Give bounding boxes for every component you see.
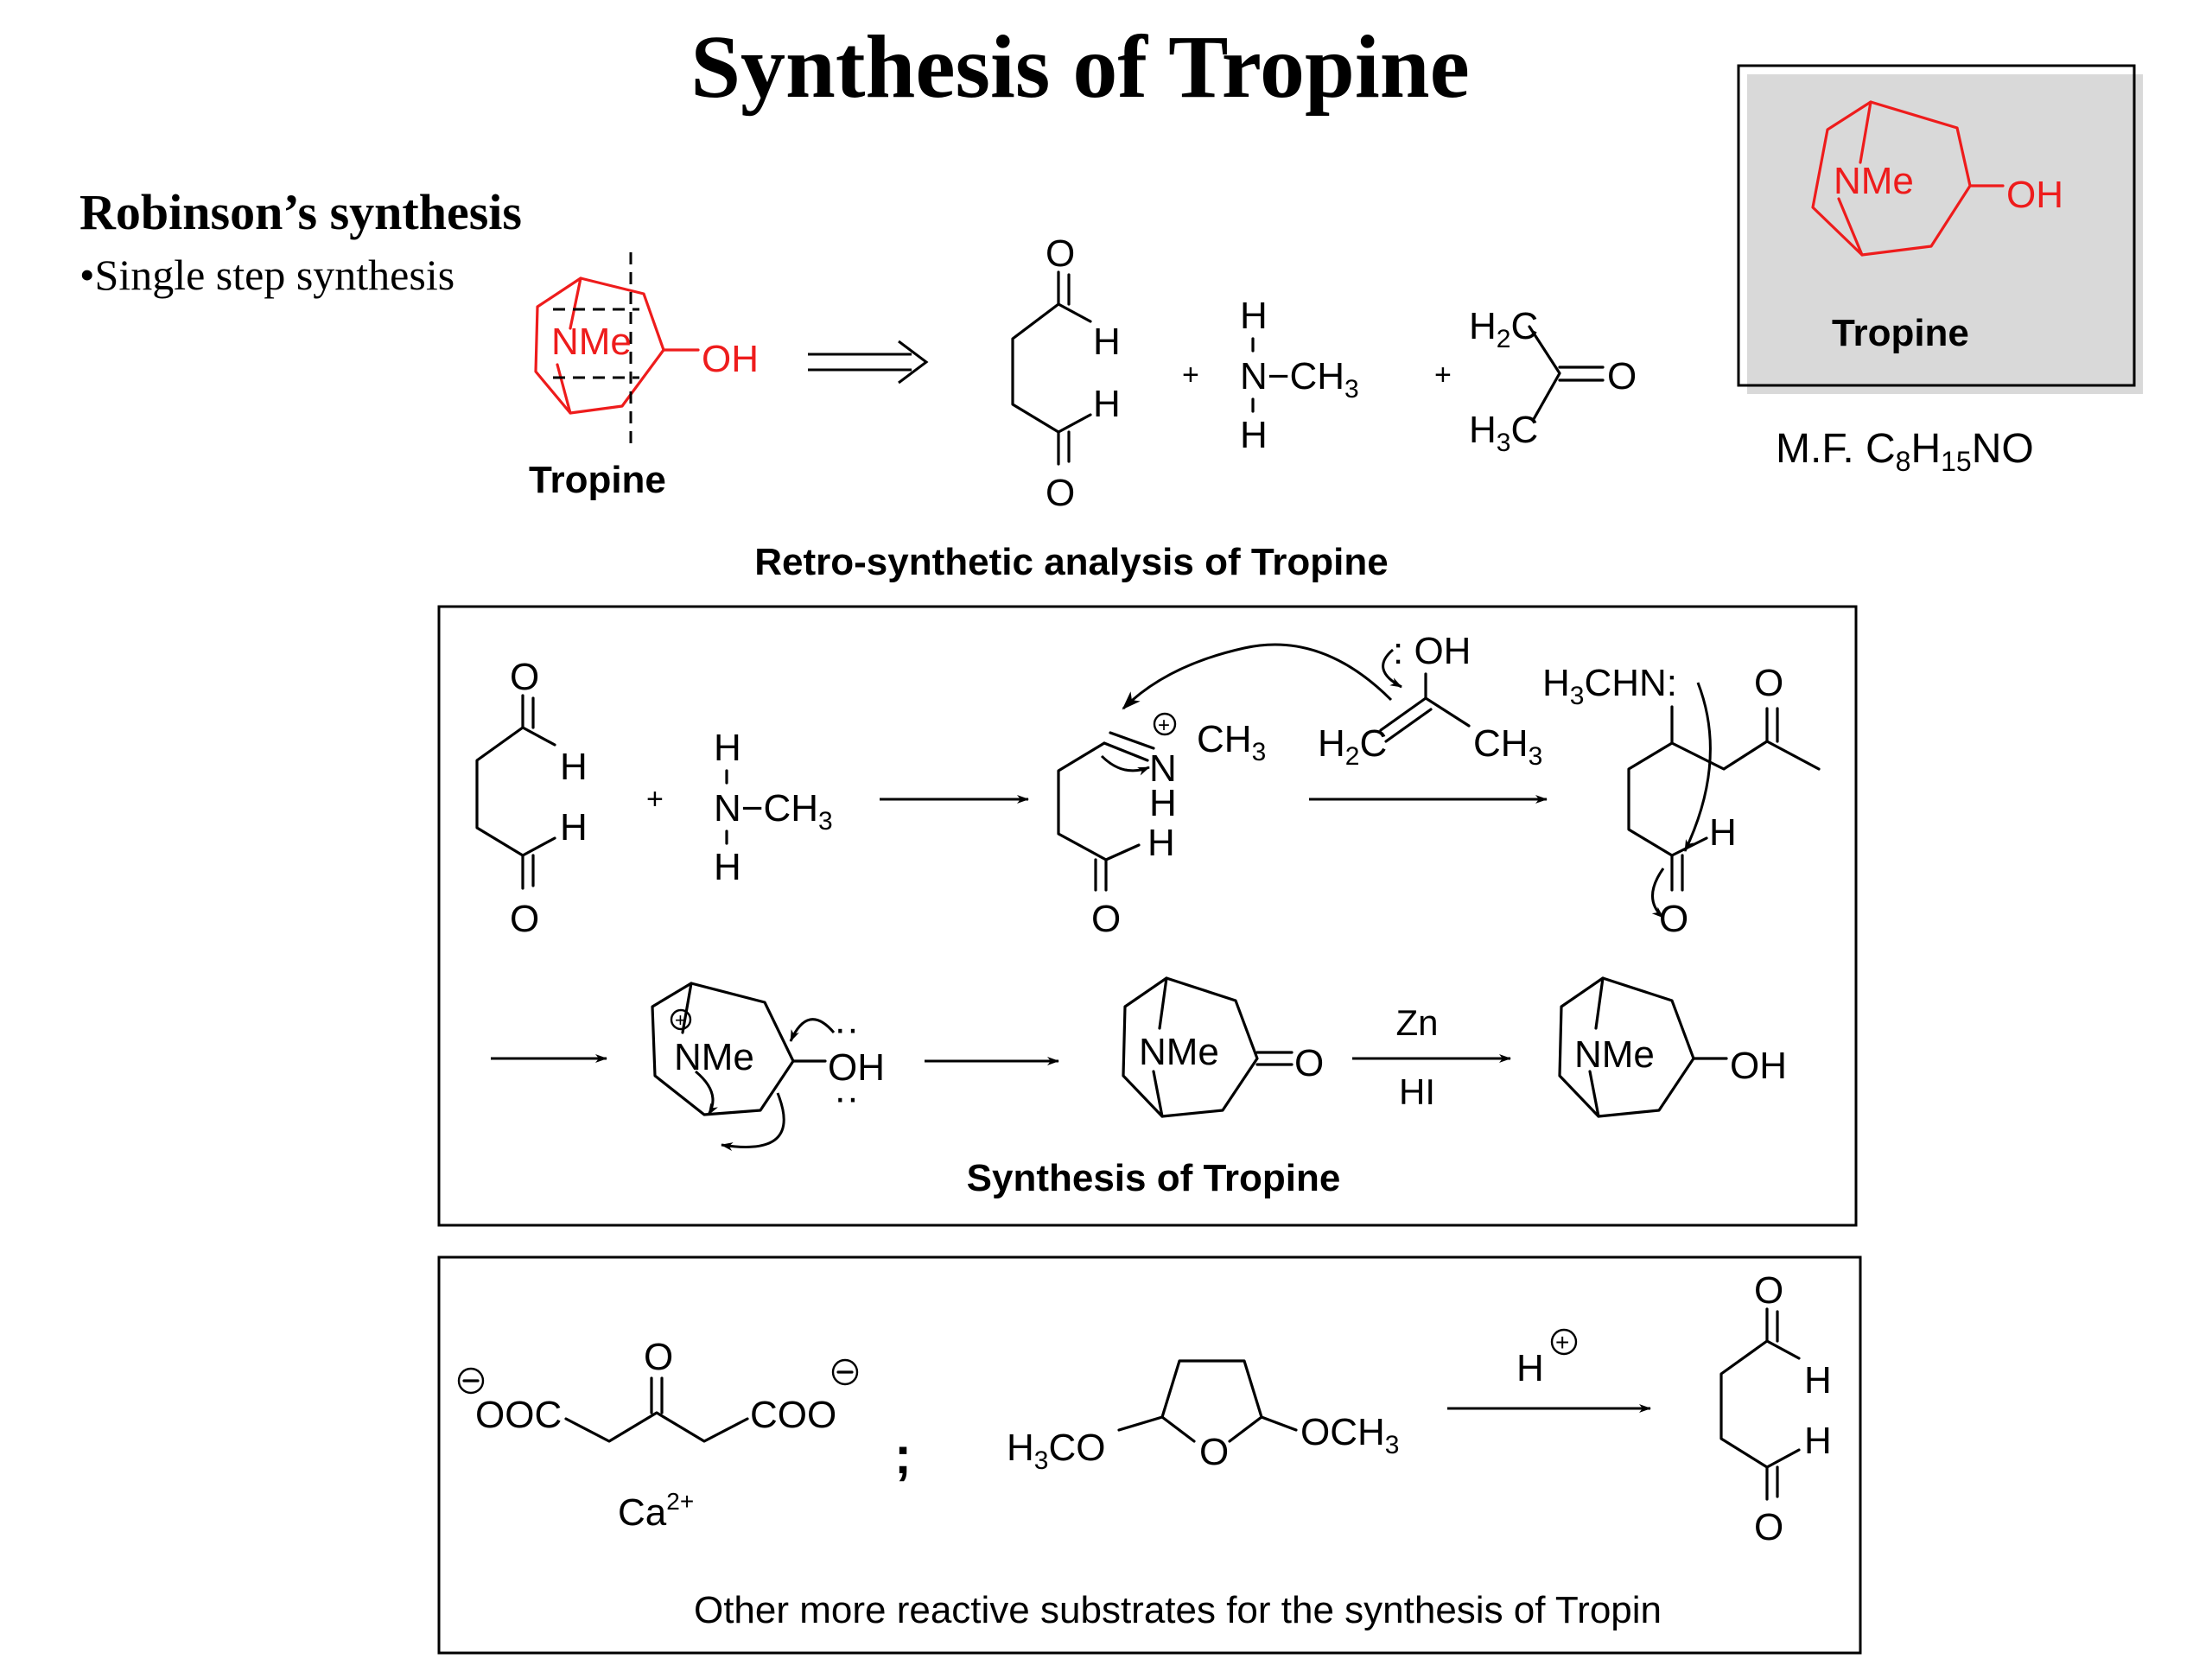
calcium-label: Ca2+: [618, 1488, 694, 1534]
tropine-n-label: NMe: [1834, 160, 1914, 202]
page-title: Synthesis of Tropine: [690, 17, 1470, 117]
substrates-caption: Other more reactive substrates for the s…: [694, 1589, 1662, 1631]
svg-text:H: H: [1804, 1359, 1832, 1402]
acetone-retro: H2C H3C O: [1469, 305, 1637, 457]
svg-text:O: O: [1199, 1431, 1229, 1473]
svg-text:H: H: [1149, 782, 1177, 824]
methylamine-synth: H N−CH3 H: [714, 727, 833, 888]
amino-ketone-intermediate: H3CHN: O H O: [1542, 662, 1821, 940]
right-carboxylate: COO: [750, 1394, 836, 1436]
svg-text:O: O: [1754, 1506, 1783, 1548]
svg-text:H3CHN:: H3CHN:: [1542, 662, 1677, 710]
tropine-reference-box: NMe OH Tropine: [1737, 64, 2143, 394]
svg-text:H: H: [560, 806, 588, 849]
svg-text:O: O: [1294, 1042, 1324, 1084]
svg-text:H: H: [1240, 414, 1268, 456]
svg-text:H3C: H3C: [1469, 409, 1538, 457]
svg-text:H: H: [714, 846, 741, 888]
svg-text:H: H: [560, 746, 588, 788]
left-carboxylate: OOC: [475, 1394, 562, 1436]
succinaldehyde-product: O H H O: [1719, 1269, 1832, 1548]
svg-text:H3CO: H3CO: [1007, 1427, 1105, 1475]
bullet-text: •Single step synthesis: [79, 251, 454, 299]
svg-text:+: +: [1555, 1329, 1569, 1356]
svg-text:O: O: [1754, 662, 1783, 704]
product-oh-label: OH: [1730, 1045, 1787, 1087]
retro-oh-label: OH: [702, 338, 759, 380]
svg-text:··: ··: [834, 1077, 859, 1119]
synthesis-caption: Synthesis of Tropine: [967, 1157, 1341, 1199]
retro-n-label: NMe: [551, 321, 632, 363]
svg-text:N−CH3: N−CH3: [1240, 355, 1359, 404]
molecular-formula: M.F. C8H15NO: [1776, 426, 2034, 477]
bicyclic-enolate: + NMe OH ·· ··: [651, 982, 885, 1151]
acid-label: H: [1516, 1347, 1544, 1389]
svg-text:H: H: [1709, 811, 1737, 854]
retro-target-tropine: NMe OH Tropine: [529, 252, 759, 501]
enol-ch3: CH3: [1473, 722, 1542, 771]
reagent-hi: HI: [1399, 1071, 1435, 1112]
svg-text:: OH: : OH: [1393, 630, 1471, 672]
svg-text:O: O: [1754, 1269, 1783, 1312]
svg-text:N: N: [1149, 747, 1177, 790]
synthesis-box: [437, 605, 1858, 1227]
svg-text:O: O: [1659, 898, 1688, 940]
svg-text:H2C: H2C: [1318, 722, 1387, 771]
iminium-intermediate: + N H CH3 H O: [1057, 712, 1266, 940]
succinaldehyde-retro: O H H O: [1011, 232, 1121, 514]
substrate-separator: ;: [894, 1427, 912, 1484]
tropinone: NMe O: [1122, 976, 1324, 1118]
svg-text:O: O: [510, 656, 539, 698]
reagent-zn: Zn: [1395, 1002, 1438, 1043]
svg-text:O: O: [644, 1336, 673, 1378]
svg-text:H: H: [1240, 295, 1268, 337]
methylamine-retro: H N−CH3 H: [1240, 295, 1359, 456]
acid-hydrolysis: H +: [1447, 1328, 1651, 1413]
svg-text:N−CH3: N−CH3: [714, 787, 833, 836]
substrates-box: [437, 1255, 1862, 1655]
svg-text:+: +: [675, 1009, 686, 1031]
section-heading: Robinson’s synthesis: [79, 184, 522, 240]
svg-text:O: O: [1607, 355, 1637, 397]
retro-caption: Retro-synthetic analysis of Tropine: [754, 541, 1389, 583]
tropine-structure-red: NMe OH: [1811, 100, 2063, 257]
svg-text:H: H: [1147, 822, 1175, 864]
enol-acetone: H2C : OH CH3: [1122, 630, 1542, 771]
svg-text:NMe: NMe: [1139, 1031, 1219, 1073]
svg-text:H: H: [1093, 383, 1121, 425]
svg-text:H: H: [1093, 321, 1121, 363]
svg-text:OH: OH: [828, 1046, 885, 1089]
svg-text:+: +: [1158, 714, 1170, 737]
retro-plus-1: +: [1182, 359, 1199, 391]
product-n-label: NMe: [1574, 1033, 1655, 1076]
iminium-ch3: CH3: [1197, 718, 1266, 766]
tropine-box-label: Tropine: [1832, 312, 1969, 354]
svg-text:H2C: H2C: [1469, 305, 1538, 353]
retrosynthesis-arrow: [808, 340, 929, 385]
tropine-product: NMe OH: [1558, 976, 1787, 1118]
svg-text:O: O: [1046, 232, 1075, 275]
svg-text:H: H: [714, 727, 741, 769]
succinaldehyde-synth: O H H O: [475, 656, 588, 940]
svg-text:O: O: [510, 898, 539, 940]
reduction-step: Zn HI: [1352, 1002, 1511, 1112]
retro-plus-2: +: [1434, 359, 1452, 391]
svg-text:NMe: NMe: [674, 1036, 754, 1078]
svg-text:H: H: [1804, 1420, 1832, 1462]
svg-text:··: ··: [834, 1007, 859, 1050]
svg-text:O: O: [1046, 472, 1075, 514]
tropine-oh-label: OH: [2006, 174, 2063, 216]
right-methoxy: OCH3: [1300, 1411, 1399, 1459]
synth-plus: +: [646, 783, 664, 816]
dimethoxytetrahydrofuran: H3CO O OCH3: [1007, 1359, 1399, 1475]
retro-target-label: Tropine: [529, 459, 666, 501]
svg-text:O: O: [1091, 898, 1121, 940]
calcium-acetonedicarboxylate: OOC O COO Ca2+: [457, 1336, 859, 1534]
